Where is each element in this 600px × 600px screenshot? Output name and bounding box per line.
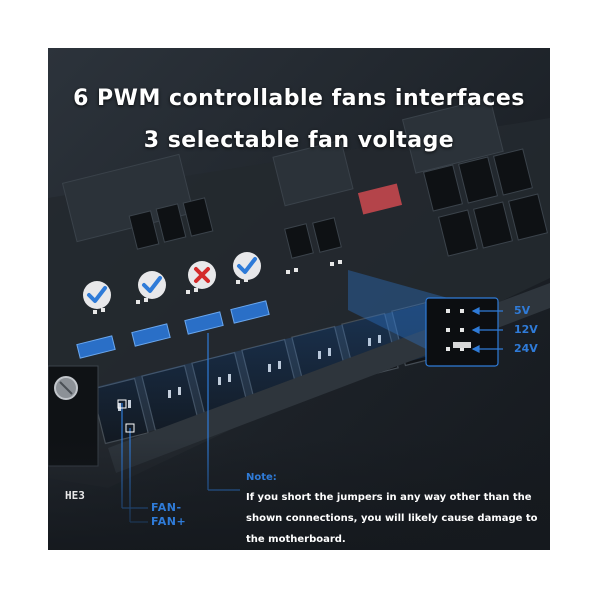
voltage-5v-label: 5V — [514, 304, 531, 317]
motherboard-illustration — [48, 48, 550, 550]
headline-line-1: 6 PWM controllable fans interfaces — [73, 86, 525, 111]
voltage-12v-label: 12V — [514, 323, 538, 336]
check-icon — [233, 252, 261, 280]
note-body: If you short the jumpers in any way othe… — [246, 492, 538, 545]
product-image-panel: 6 PWM controllable fans interfaces 3 sel… — [48, 48, 550, 550]
note-title: Note: — [246, 472, 277, 483]
cross-icon — [188, 261, 216, 289]
voltage-24v-label: 24V — [514, 342, 538, 355]
headline-line-2: 3 selectable fan voltage — [143, 128, 455, 153]
check-icon — [83, 281, 111, 309]
fan-minus-label: FAN- — [151, 501, 182, 514]
fan-plus-label: FAN+ — [151, 515, 187, 528]
board-label-he3: HE3 — [65, 489, 85, 502]
check-icon — [138, 271, 166, 299]
